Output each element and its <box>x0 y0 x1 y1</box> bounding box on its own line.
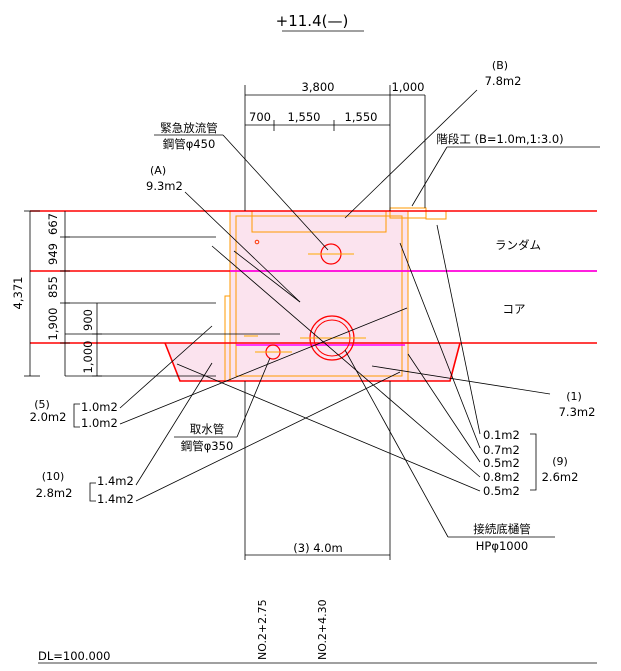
section-title: +11.4(—) <box>276 12 349 30</box>
label-10-id: (10) <box>42 470 65 483</box>
dim-4-0m: (3) 4.0m <box>293 541 342 555</box>
intake-pipe <box>255 344 292 360</box>
dim-855: 855 <box>46 276 60 298</box>
dim-700: 700 <box>249 110 271 124</box>
dim-1900: 1,900 <box>46 308 60 341</box>
dim-1000-top: 1,000 <box>392 80 425 94</box>
label-a-value: 9.3m2 <box>146 179 183 193</box>
label-core-zone: コア <box>503 302 526 316</box>
dim-667: 667 <box>46 213 60 235</box>
dim-3800: 3,800 <box>302 80 335 94</box>
label-10-a: 1.4m2 <box>97 474 134 488</box>
leader-10a <box>135 362 213 486</box>
magenta-lines <box>230 270 597 346</box>
leader-5a <box>119 325 213 409</box>
left-dimensions <box>24 210 102 377</box>
label-9-item-1: 0.1m2 <box>483 428 520 442</box>
label-9-item-3: 0.5m2 <box>483 456 520 470</box>
label-9-item-2: 0.7m2 <box>483 443 520 457</box>
leader-10b <box>135 371 401 502</box>
label-emergency-pipe: 緊急放流管 <box>160 121 218 135</box>
label-connection-pipe: 接続底樋管 <box>473 522 531 536</box>
dim-4371: 4,371 <box>11 277 25 310</box>
label-intake-pipe: 取水管 <box>190 422 225 436</box>
dim-1550-a: 1,550 <box>288 110 321 124</box>
label-5-total: 2.0m2 <box>30 410 67 424</box>
label-9-item-4: 0.8m2 <box>483 470 520 484</box>
leader-connection-pipe <box>344 349 449 538</box>
label-random-zone: ランダム <box>495 238 541 252</box>
leader-5b <box>119 307 408 425</box>
dim-900: 900 <box>81 309 95 331</box>
station-2: NO.2+4.30 <box>316 599 329 660</box>
leader-a <box>184 191 301 303</box>
label-1-id: (1) <box>566 390 582 403</box>
dim-1000: 1,000 <box>81 341 95 374</box>
label-5-a: 1.0m2 <box>81 400 118 414</box>
label-9-id: (9) <box>552 455 568 468</box>
leader-emergency-pipe <box>222 134 329 251</box>
structure-fill <box>165 211 460 381</box>
station-1: NO.2+2.75 <box>256 599 269 660</box>
label-5-b: 1.0m2 <box>81 416 118 430</box>
label-hp-1000: HPφ1000 <box>476 539 528 553</box>
label-stairs: 階段工 (B=1.0m,1:3.0) <box>436 132 563 146</box>
label-steel-pipe-350: 鋼管φ350 <box>181 439 234 453</box>
label-steel-pipe-450: 鋼管φ450 <box>163 137 216 151</box>
label-9-item-5: 0.5m2 <box>483 484 520 498</box>
label-5-id: (5) <box>34 398 50 411</box>
datum-label: DL=100.000 <box>38 649 110 663</box>
label-a-id: (A) <box>150 164 166 177</box>
emergency-discharge-pipe <box>308 243 354 265</box>
bottom-dimension <box>244 381 391 560</box>
label-10-total: 2.8m2 <box>36 486 73 500</box>
leader-stairs <box>411 146 448 207</box>
leader-intake-pipe <box>236 357 271 438</box>
leader-b <box>344 89 478 219</box>
marker-point <box>254 239 260 245</box>
top-dimensions <box>244 85 426 211</box>
leader-1 <box>371 365 551 395</box>
label-9-total: 2.6m2 <box>542 470 579 484</box>
dim-949: 949 <box>46 243 60 265</box>
leaders-9 <box>176 224 481 492</box>
label-b-value: 7.8m2 <box>485 74 522 88</box>
dim-1550-b: 1,550 <box>345 110 378 124</box>
label-1-value: 7.3m2 <box>559 405 596 419</box>
label-10-b: 1.4m2 <box>97 492 134 506</box>
label-b-id: (B) <box>492 59 508 72</box>
